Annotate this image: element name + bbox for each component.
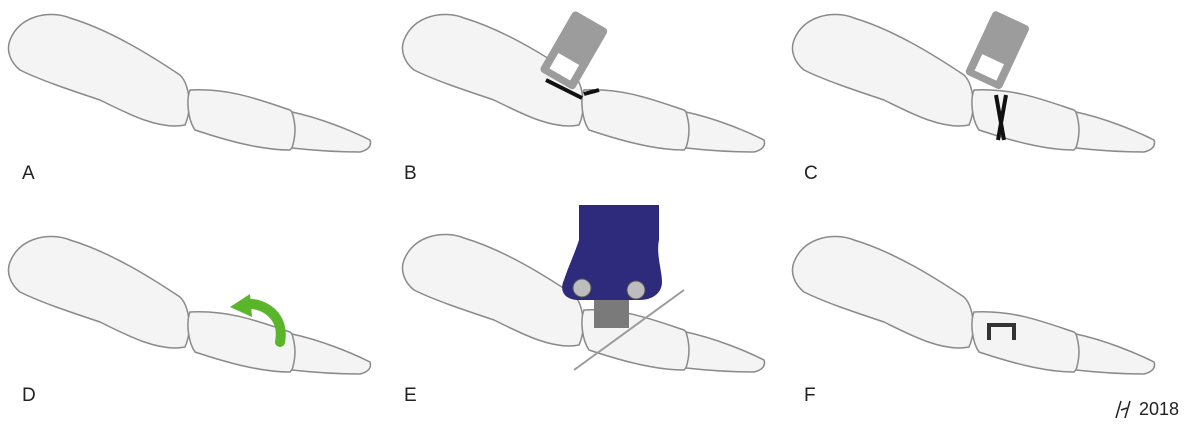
- bone-illustration: [0, 222, 380, 422]
- signature: 2018: [1113, 398, 1179, 420]
- instrument-screw: [627, 281, 645, 299]
- instrument-screw: [573, 279, 591, 297]
- proximal-phalanx: [188, 90, 298, 150]
- distal-phalanx: [292, 112, 371, 152]
- bone-illustration: [784, 0, 1164, 200]
- saw-blade: [964, 10, 1030, 90]
- metatarsal-bone: [792, 236, 973, 347]
- distal-phalanx: [686, 112, 765, 152]
- panel-label: C: [804, 163, 818, 185]
- distal-phalanx: [686, 332, 765, 372]
- distal-phalanx: [1076, 112, 1155, 152]
- proximal-phalanx: [972, 90, 1082, 150]
- signature-year: 2018: [1139, 399, 1179, 420]
- panel-label: B: [404, 163, 417, 185]
- panel-c: C: [784, 0, 1164, 200]
- panel-d: D: [0, 222, 380, 422]
- distal-phalanx: [1076, 334, 1155, 374]
- panel-label: E: [404, 385, 417, 407]
- panel-a: A: [0, 0, 380, 200]
- panel-label: F: [804, 385, 816, 407]
- panel-f: F: [784, 222, 1164, 422]
- bone-illustration: [394, 200, 774, 420]
- metatarsal-bone: [8, 14, 189, 125]
- bone-illustration: [0, 0, 380, 200]
- signature-mark: [1113, 398, 1135, 420]
- proximal-phalanx: [582, 90, 692, 150]
- panel-e: E: [394, 200, 774, 400]
- proximal-phalanx: [972, 312, 1082, 372]
- distal-phalanx: [292, 334, 371, 374]
- metatarsal-bone: [8, 236, 189, 347]
- bone-illustration: [784, 222, 1164, 422]
- panel-label: A: [22, 163, 35, 185]
- panel-b: B: [394, 0, 774, 200]
- bone-illustration: [394, 0, 774, 200]
- panel-label: D: [22, 385, 36, 407]
- metatarsal-bone: [402, 234, 583, 345]
- metatarsal-bone: [792, 14, 973, 125]
